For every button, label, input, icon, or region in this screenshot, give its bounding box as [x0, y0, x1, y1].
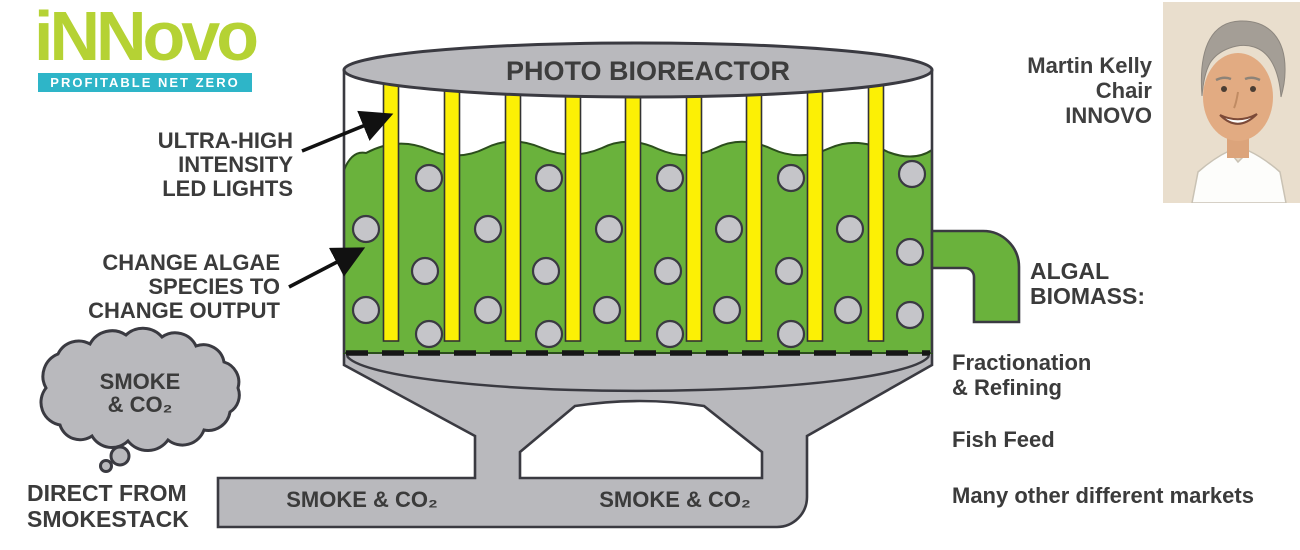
- led-rod: [867, 83, 885, 342]
- smokestack-label: DIRECT FROM SMOKESTACK: [27, 480, 189, 532]
- person-role: Chair: [1095, 78, 1152, 103]
- innovo-logo: iNNovo: [34, 0, 259, 75]
- led-rod: [564, 83, 582, 342]
- led-label-line: LED LIGHTS: [162, 176, 293, 201]
- biomass-outlet-pipe: [930, 229, 1021, 324]
- cloud-shape: [39, 326, 241, 453]
- market-item-fish-feed: Fish Feed: [952, 427, 1055, 452]
- tank-lid: [342, 41, 934, 99]
- pipe-label-left: SMOKE & CO₂: [286, 487, 438, 512]
- bioreactor-tank: [342, 41, 1021, 356]
- algae-label-line: SPECIES TO: [148, 274, 280, 299]
- led-rod: [624, 83, 642, 342]
- led-arrow: [301, 110, 394, 153]
- funnel-pipe-outline: [216, 353, 934, 529]
- reactor-title: PHOTO BIOREACTOR: [505, 56, 791, 86]
- annotation-arrows: [288, 110, 394, 289]
- smoke-cloud-label: SMOKE & CO₂: [60, 370, 220, 416]
- led-rod: [745, 83, 763, 342]
- logo-tagline: PROFITABLE NET ZERO: [50, 75, 240, 90]
- smokestack-line: SMOKESTACK: [27, 506, 189, 532]
- portrait-smile: [1219, 113, 1258, 125]
- cloud-tail-bubble: [99, 459, 113, 473]
- portrait-brow-right: [1244, 76, 1261, 82]
- portrait-hair: [1200, 20, 1286, 98]
- market-line: Fractionation: [952, 350, 1092, 375]
- market-line: & Refining: [952, 375, 1062, 400]
- led-rod: [443, 83, 461, 342]
- market-item-fractionation: Fractionation & Refining: [952, 350, 1091, 400]
- portrait-brow-left: [1215, 76, 1232, 82]
- portrait-eye-right: [1250, 86, 1256, 92]
- led-rod: [504, 83, 522, 342]
- led-rod: [685, 83, 703, 342]
- person-org: INNOVO: [1065, 103, 1152, 128]
- led-rod: [382, 83, 400, 342]
- funnel-gap: [518, 399, 764, 480]
- person-name: Martin Kelly: [1027, 53, 1152, 78]
- smoke-cloud-line: SMOKE: [99, 369, 181, 394]
- algal-biomass-line: ALGAL: [1030, 258, 1110, 284]
- led-lights-label: ULTRA-HIGH INTENSITY LED LIGHTS: [158, 129, 293, 201]
- algal-biomass-line: BIOMASS:: [1030, 283, 1145, 309]
- portrait-eye-left: [1221, 86, 1227, 92]
- co2-bubbles: [351, 159, 927, 349]
- smoke-cloud-line: & CO₂: [107, 392, 173, 417]
- logo-tagline-bar: PROFITABLE NET ZERO: [38, 73, 252, 92]
- tank-bottom-arc: [345, 355, 931, 393]
- smokestack-line: DIRECT FROM: [27, 480, 187, 506]
- portrait-photo: [1163, 2, 1300, 203]
- portrait-nose: [1233, 91, 1239, 109]
- algae-label-line: CHANGE ALGAE: [102, 250, 280, 275]
- led-light-rods: [382, 83, 885, 342]
- person-caption: Martin Kelly Chair INNOVO: [1027, 53, 1152, 128]
- funnel-and-intake-pipe: [216, 353, 934, 529]
- algae-arrow: [288, 247, 366, 289]
- led-label-line: INTENSITY: [178, 152, 293, 177]
- smoke-cloud: [39, 326, 241, 473]
- algae-label-line: CHANGE OUTPUT: [88, 298, 280, 323]
- algal-biomass-heading: ALGAL BIOMASS:: [1030, 259, 1145, 309]
- algae-species-label: CHANGE ALGAE SPECIES TO CHANGE OUTPUT: [88, 251, 280, 323]
- pipe-label-right: SMOKE & CO₂: [599, 487, 751, 512]
- led-rod: [806, 83, 824, 342]
- market-item-other: Many other different markets: [952, 483, 1254, 508]
- cloud-tail-bubble: [109, 445, 131, 467]
- led-label-line: ULTRA-HIGH: [157, 128, 293, 153]
